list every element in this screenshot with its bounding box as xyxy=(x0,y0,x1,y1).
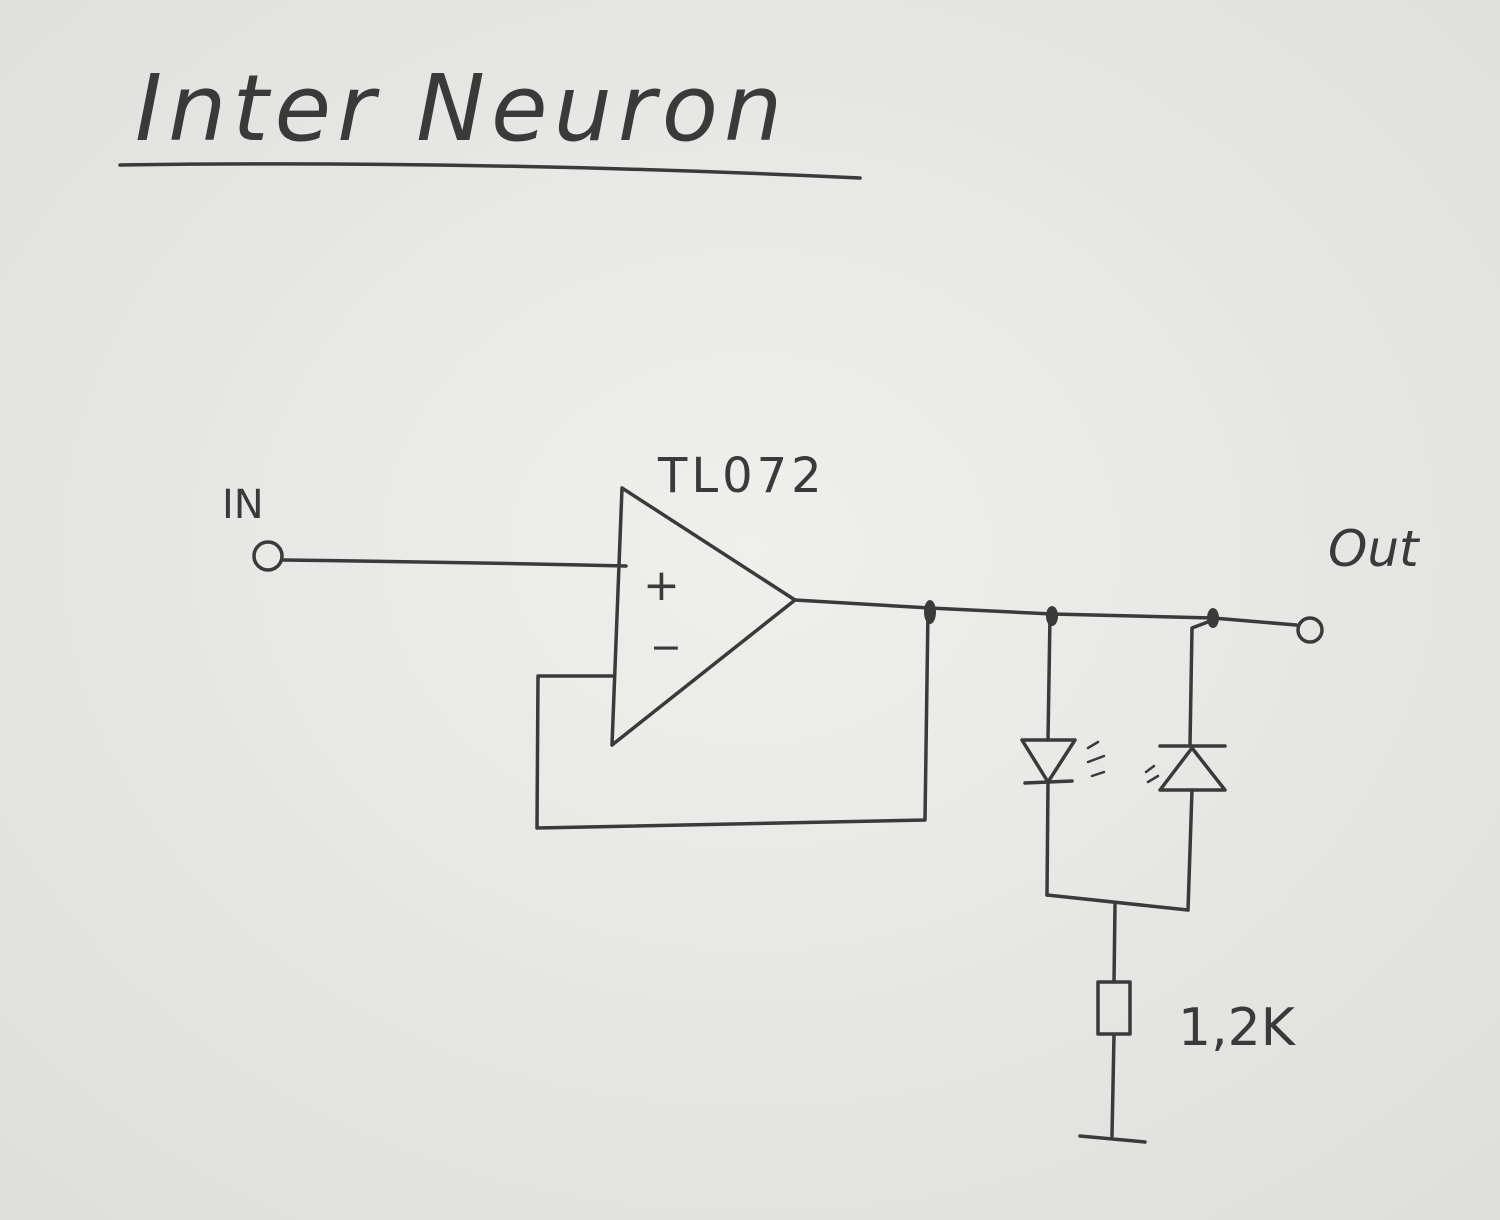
ground-symbol xyxy=(1078,1134,1147,1144)
opamp-label: TL072 xyxy=(657,448,826,504)
resistor-label: 1,2K xyxy=(1178,998,1297,1058)
output-label: Out xyxy=(1328,520,1421,578)
title: Inter Neuron xyxy=(135,55,788,162)
resistor-wire-bottom xyxy=(1110,1033,1116,1138)
photodiode-wire-bottom xyxy=(1186,788,1194,912)
branch-join-wire xyxy=(1045,893,1190,912)
led-wire-bottom xyxy=(1045,780,1050,897)
feedback-wire xyxy=(535,608,930,830)
photodiode-light-marks xyxy=(1144,764,1160,784)
photodiode-wire-top xyxy=(1188,618,1215,747)
junction-dot xyxy=(1046,606,1058,626)
junction-dot xyxy=(924,600,936,624)
led-light-arrows xyxy=(1086,740,1106,778)
input-wire xyxy=(281,558,628,568)
junction-dot xyxy=(1207,608,1219,628)
input-label: IN xyxy=(222,482,264,528)
led-wire-top xyxy=(1046,614,1052,742)
resistor-wire-top xyxy=(1112,903,1117,984)
opamp-minus: − xyxy=(650,625,682,669)
output-terminal xyxy=(1296,616,1324,644)
opamp-plus: + xyxy=(643,560,680,611)
input-terminal xyxy=(252,540,284,572)
title-underline xyxy=(118,162,862,180)
